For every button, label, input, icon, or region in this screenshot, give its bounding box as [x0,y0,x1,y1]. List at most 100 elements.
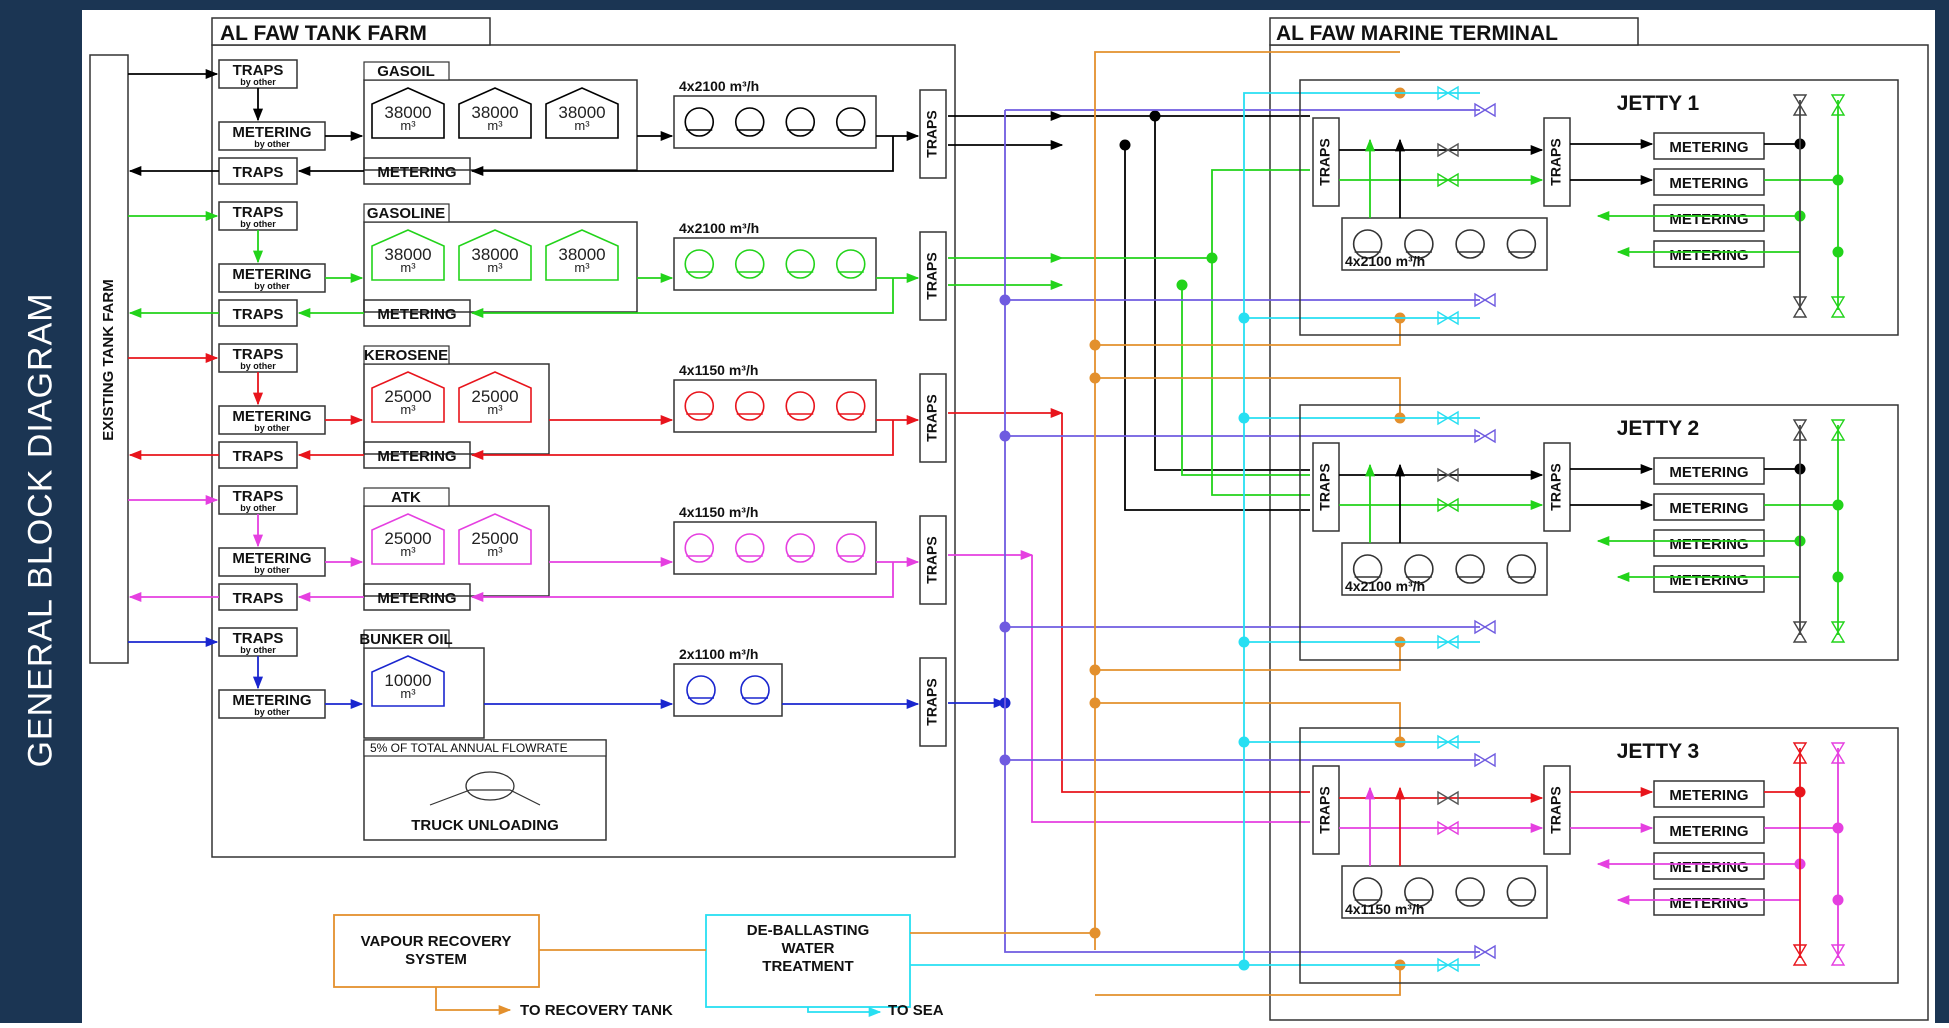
existing-tank-farm-bar [89,54,129,664]
pump-group [673,95,877,149]
jetty-pump-label: 4x1150 m³/h [1345,901,1424,917]
metering-label: METERING [1669,139,1748,156]
jetty-outlet-traps [1543,442,1571,532]
pump-icon [686,675,716,705]
metering-label: METERING [232,692,311,709]
jetty-inlet-traps [1312,442,1340,532]
jetty-metering-box [1653,565,1765,593]
tank-farm-title-box [211,17,491,46]
vapour-trunk [1094,51,1400,950]
pump-capacity-label: 4x1150 m³/h [679,362,758,378]
pump-icon [1352,554,1383,584]
pump-icon [734,249,765,279]
jetty-metering-box [1653,204,1765,232]
metering-label: METERING [1669,247,1748,264]
tank-unit: m³ [487,402,503,417]
atk-branch [1031,555,1310,823]
valve-icon [1792,419,1808,441]
valve-icon [1830,296,1846,318]
pump-icon [835,249,866,279]
gasoline-branch [1062,169,1310,259]
valve-icon [1474,428,1496,444]
marine-terminal-title: AL FAW MARINE TERMINAL [1276,22,1558,45]
jetty-metering-box [1653,888,1765,916]
vapour-line [1095,318,1401,346]
pump-icon [1404,554,1434,584]
metering-label: METERING [1669,500,1748,517]
pump-group [673,521,877,575]
pump-icon [785,107,816,137]
pump-icon [835,107,866,137]
traps-label: TRAPS [924,536,940,583]
gasoline-branch [1211,258,1310,496]
pump-icon [785,533,816,563]
valve-icon [1474,619,1496,635]
jetty-metering-box [1653,780,1765,808]
vapour-line [1095,965,1401,996]
deballasting-label: TREATMENT [762,958,853,975]
traps-vertical-box [919,89,947,179]
tank-farm-title: AL FAW TANK FARM [220,22,427,45]
valve-icon [1437,634,1459,650]
jetty-metering-box [1653,493,1765,521]
pump-icon [785,391,816,421]
tank-volume: 25000 [471,387,518,406]
valve-icon [1437,410,1459,426]
valve-icon [1792,94,1808,116]
product-name: BUNKER OIL [359,631,452,648]
gasoil-branch [1124,145,1310,511]
traps-label: TRAPS [924,394,940,441]
tank-box [363,505,550,597]
pump-icon [734,107,765,137]
valve-icon [1437,790,1459,806]
vapour-line [1095,642,1401,671]
valve-icon [1437,142,1459,158]
traps-label: TRAPS [1317,138,1333,185]
jetty-name: JETTY 1 [1617,92,1700,115]
traps-vertical-box [919,373,947,463]
pump-group [673,379,877,433]
tank-unit: m³ [400,260,416,275]
tank-box [363,79,638,171]
jetty-metering-box [1653,816,1765,844]
storage-tank-icon [371,229,445,281]
metering-label: METERING [377,590,456,607]
truck-label: TRUCK UNLOADING [411,817,559,834]
pump-icon [835,533,866,563]
pump-group [1341,217,1548,271]
to-sea-line [807,1006,882,1018]
by-other-label: by other [240,645,276,655]
vapour-recovery-label: SYSTEM [405,951,467,968]
to-recovery-label: TO RECOVERY TANK [520,1002,673,1019]
product-name: ATK [391,489,421,506]
return-line [470,420,894,461]
pump-group [673,663,783,717]
jetty-pump-label: 4x2100 m³/h [1345,253,1425,269]
jetty-name: JETTY 3 [1617,740,1699,763]
jetty-box [1299,727,1899,984]
valve-icon [1830,944,1846,966]
storage-tank-icon [458,229,532,281]
pump-icon [1455,554,1485,584]
pump-icon [740,675,770,705]
sidebar-title: GENERAL BLOCK DIAGRAM [21,292,60,768]
to-recovery-line [435,987,512,1016]
storage-tank-icon [371,87,445,139]
tank-unit: m³ [400,118,416,133]
pump-icon [684,391,715,421]
pump-icon [734,533,765,563]
traps-label: TRAPS [1548,138,1564,185]
by-other-label: by other [254,707,290,717]
vapour-line [1095,377,1401,418]
valve-icon [1792,296,1808,318]
tank-box [363,647,485,739]
traps-label: TRAPS [233,306,284,323]
return-line [470,136,894,177]
jetty-inlet-traps [1312,117,1340,207]
tank-volume: 25000 [471,529,518,548]
traps-label: TRAPS [233,590,284,607]
sidebar: GENERAL BLOCK DIAGRAM [0,10,82,1023]
jetty-pump-label: 4x2100 m³/h [1345,578,1425,594]
